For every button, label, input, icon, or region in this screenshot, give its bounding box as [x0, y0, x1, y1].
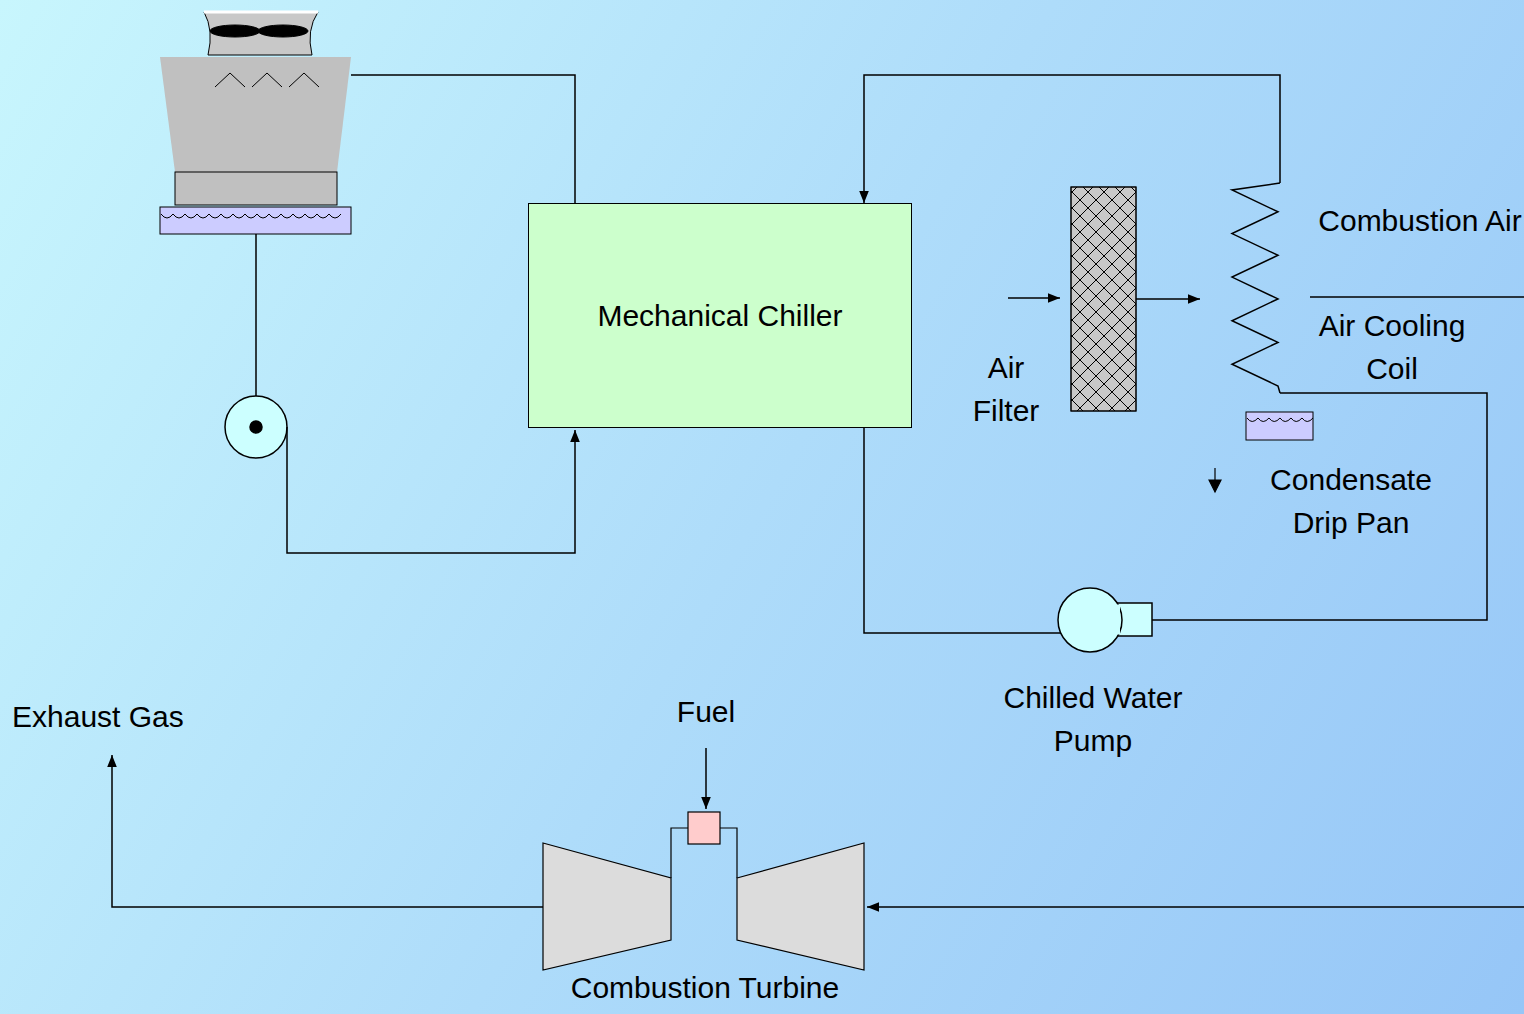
turbine-label: Combustion Turbine	[530, 970, 880, 1006]
fuel-label: Fuel	[660, 690, 752, 733]
graphic	[688, 812, 720, 844]
chiller-label: Mechanical Chiller	[597, 294, 842, 337]
filter-label: Air Filter	[958, 346, 1054, 432]
exhaust-gas-label: Exhaust Gas	[12, 695, 242, 738]
graphic	[160, 207, 351, 234]
graphic	[225, 396, 287, 458]
condensate-drip-pan: Condensate Drip Pan	[1200, 405, 1465, 555]
pump-label: Chilled Water Pump	[975, 676, 1211, 762]
graphic	[1058, 588, 1122, 652]
graphic	[161, 214, 341, 218]
turbine-symbol	[543, 812, 864, 970]
graphic	[1008, 297, 1060, 299]
graphic	[160, 57, 351, 172]
pipe-connector	[1152, 393, 1487, 620]
pan-water	[1247, 418, 1313, 422]
condenser-water-loop	[225, 75, 575, 553]
graphic	[287, 427, 575, 553]
graphic	[210, 25, 260, 37]
graphic	[215, 73, 319, 87]
graphic	[258, 25, 308, 37]
air-filter-shape	[950, 180, 1145, 425]
graphic	[204, 11, 318, 14]
air-filter: Air Filter	[950, 180, 1145, 425]
graphic	[705, 748, 707, 809]
coil-zigzag	[1232, 183, 1280, 393]
graphic	[204, 12, 318, 55]
graphic	[351, 75, 575, 203]
coil-label: Air Cooling Coil	[1294, 304, 1490, 390]
pipe-connector	[864, 428, 1061, 633]
drip-pan-label: Condensate Drip Pan	[1240, 458, 1462, 544]
graphic	[1310, 296, 1524, 298]
pump-symbol	[1058, 588, 1152, 652]
graphic	[255, 234, 257, 396]
chiller-box: Mechanical Chiller	[528, 203, 912, 428]
graphic	[867, 906, 1524, 908]
drip-pan	[1246, 412, 1313, 440]
graphic	[543, 843, 671, 970]
combustion-air-label: Combustion Air	[1318, 199, 1522, 242]
cooling-tower	[160, 12, 351, 234]
drain-arrow	[1209, 468, 1221, 492]
graphic	[112, 755, 543, 907]
graphic	[175, 172, 337, 205]
combustion-turbine: Combustion Turbine	[530, 805, 880, 1010]
graphic	[1100, 605, 1120, 635]
graphic	[250, 421, 262, 433]
filter-element	[1071, 187, 1136, 411]
graphic	[737, 843, 864, 970]
pipe-connector	[864, 75, 1280, 203]
graphic	[1096, 603, 1152, 636]
pipe-connector	[1136, 298, 1200, 300]
filter-hatch	[1071, 187, 1136, 411]
chilled-water-pump: Chilled Water Pump	[970, 585, 1215, 775]
